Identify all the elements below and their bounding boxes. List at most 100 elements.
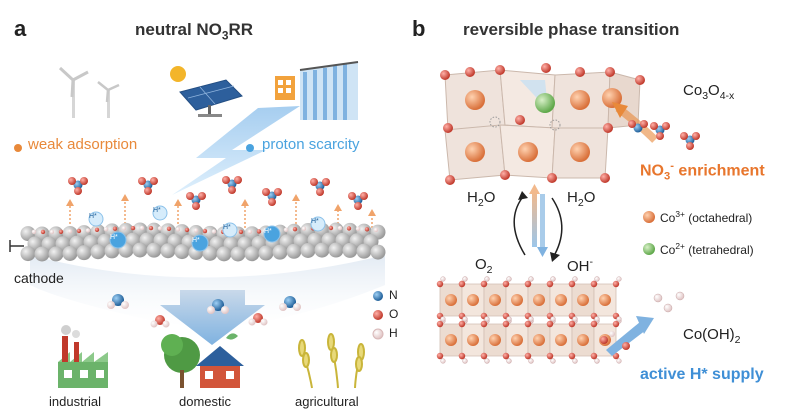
cobalt-atom: [599, 294, 611, 306]
proton-scarcity-label: proton scarcity: [262, 136, 360, 153]
cathode-atom: [62, 245, 78, 261]
h-star-label-4: H*: [110, 234, 118, 241]
surface-adatom: [148, 225, 154, 231]
cathode-atom: [342, 242, 358, 258]
oxygen-legend-dot: [373, 310, 383, 320]
active-h-supply-label: active H* supply: [640, 366, 764, 383]
oxygen-atom: [502, 320, 510, 328]
oxygen-atom: [568, 280, 576, 288]
oxygen-atom: [480, 320, 488, 328]
cathode-atom: [132, 242, 148, 258]
cathode-atom: [258, 245, 274, 261]
water-molecules: [107, 294, 301, 328]
weak-adsorption-label: weak adsorption: [28, 136, 138, 153]
surface-adatom: [121, 226, 127, 231]
cobalt-atom: [555, 294, 567, 306]
hydrogen-atom: [550, 316, 556, 322]
cathode-atom: [272, 244, 288, 260]
panel-b-letter: b: [412, 16, 426, 41]
co3o4-formula: Co3O4-x: [683, 82, 735, 102]
surface-adatom: [364, 227, 370, 232]
co3-legend-label: Co3+ (octahedral): [660, 209, 753, 225]
hydrogen-atom: [484, 358, 490, 364]
panel-a-letter: a: [14, 16, 27, 41]
surface-adatom: [49, 229, 55, 235]
surface-adatom: [283, 227, 289, 232]
cathode-atom: [174, 244, 190, 260]
surface-adatom: [211, 229, 217, 234]
surface-adatom: [103, 227, 109, 232]
cobalt-atom: [555, 334, 567, 346]
hydrogen-atom: [440, 276, 446, 282]
hydrogen-atom: [594, 358, 600, 364]
solar-panel-icon: [170, 66, 243, 117]
surface-adatom: [328, 225, 334, 231]
cathode-label: cathode: [14, 270, 64, 286]
wheat-icon: [298, 333, 365, 389]
hydrogen-atom: [528, 316, 534, 322]
cobalt-atom: [489, 334, 501, 346]
cobalt-atom: [533, 334, 545, 346]
surface-adatom: [31, 229, 37, 235]
active-h-release: [600, 291, 685, 356]
h-star-label-3: H*: [223, 224, 231, 231]
legend-n-label: N: [389, 288, 398, 302]
hydrogen-atom: [616, 358, 622, 364]
cobalt-atom: [577, 334, 589, 346]
oxygen-atom: [524, 320, 532, 328]
cobalt-atom: [445, 334, 457, 346]
hydrogen-atom: [572, 358, 578, 364]
no3-enrichment-label: NO3- enrichment: [640, 160, 765, 183]
desorption-arrows: [66, 194, 376, 228]
surface-adatom: [85, 228, 91, 233]
cathode-atom: [160, 243, 176, 259]
surface-adatom: [94, 227, 100, 233]
cathode-atom: [34, 246, 50, 262]
hydrogen-atom: [484, 276, 490, 282]
cobalt-atom: [489, 294, 501, 306]
panel-a-title: neutral NO3RR: [135, 20, 254, 43]
surface-adatom: [238, 229, 244, 235]
factory-icon: [58, 325, 108, 388]
surface-adatom: [256, 229, 262, 234]
hydrogen-atom: [528, 276, 534, 282]
cathode-bracket: [9, 240, 24, 252]
co2-legend-dot: [643, 243, 655, 255]
background-funnel: [30, 255, 385, 345]
cathode-atom: [146, 242, 162, 258]
oxygen-atom: [612, 352, 620, 360]
cathode-atom: [286, 243, 302, 259]
hydrogen-legend-dot: [372, 328, 384, 340]
cathode-atom: [216, 246, 232, 262]
cathode-atom: [328, 242, 344, 258]
h2o-right-label: H2O: [567, 189, 596, 209]
co2-legend-label: Co2+ (tetrahedral): [660, 241, 754, 257]
oxygen-atom: [502, 280, 510, 288]
cobalt-atom: [577, 294, 589, 306]
cathode-atom: [244, 246, 260, 262]
co3-legend-dot: [643, 211, 655, 223]
hydro-dam-icon: [275, 61, 359, 120]
h-star-bubbles: [88, 205, 326, 252]
hydrogen-atom: [462, 316, 468, 322]
oxygen-atom: [524, 280, 532, 288]
lightning-bolt: [172, 106, 300, 195]
hydrogen-atom: [462, 358, 468, 364]
hydrogen-atom: [506, 358, 512, 364]
hydrogen-atom: [594, 276, 600, 282]
surface-adatom: [76, 228, 82, 234]
phase-transition-arrows: [513, 184, 563, 262]
h-star-label-5: H*: [192, 237, 200, 244]
cathode-atom: [314, 242, 330, 258]
oxygen-atom: [546, 280, 554, 288]
co3o4-crystal: [440, 63, 645, 185]
oxygen-atom: [612, 320, 620, 328]
h2o-left-label: H2O: [467, 189, 496, 209]
surface-adatom: [292, 227, 298, 232]
surface-adatom: [355, 226, 361, 232]
cathode-atom: [356, 243, 372, 259]
surface-adatom: [166, 226, 172, 231]
hydrogen-atom: [616, 316, 622, 322]
hydrogen-atom: [528, 358, 534, 364]
